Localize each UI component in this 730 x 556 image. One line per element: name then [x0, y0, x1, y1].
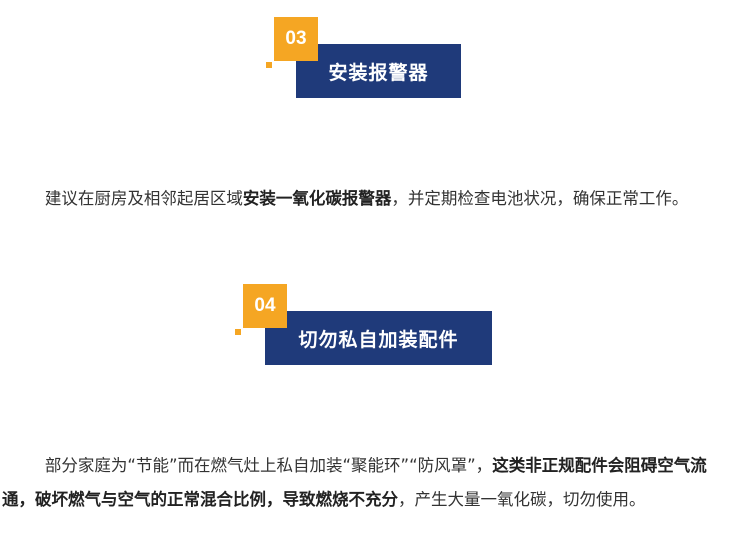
paragraph-text: 部分家庭为“节能”而在燃气灶上私自加装“聚能环”“防风罩”， — [44, 456, 493, 475]
paragraph-emphasis: 安装一氧化碳报警器 — [242, 189, 392, 208]
section-number-badge: 04 — [243, 284, 287, 328]
paragraph-emphasis: 这类非正规配件会阻碍空气流通，破坏燃气与空气的正常混合比例，导致燃烧不充分 — [2, 456, 707, 509]
decor-square — [266, 62, 272, 68]
paragraph-text: 建议在厨房及相邻起居区域 — [44, 189, 243, 208]
paragraph-text: ，并定期检查电池状况，确保正常工作。 — [391, 189, 689, 208]
decor-square — [235, 329, 241, 335]
section-title: 安装报警器 — [296, 44, 461, 98]
section-title: 切勿私自加装配件 — [265, 311, 492, 365]
section-3-paragraph: 建议在厨房及相邻起居区域安装一氧化碳报警器，并定期检查电池状况，确保正常工作。 — [2, 182, 728, 216]
section-4-paragraph: 部分家庭为“节能”而在燃气灶上私自加装“聚能环”“防风罩”，这类非正规配件会阻碍… — [2, 449, 728, 517]
section-number-badge: 03 — [274, 17, 318, 61]
paragraph-text: ，产生大量一氧化碳，切勿使用。 — [398, 490, 646, 509]
